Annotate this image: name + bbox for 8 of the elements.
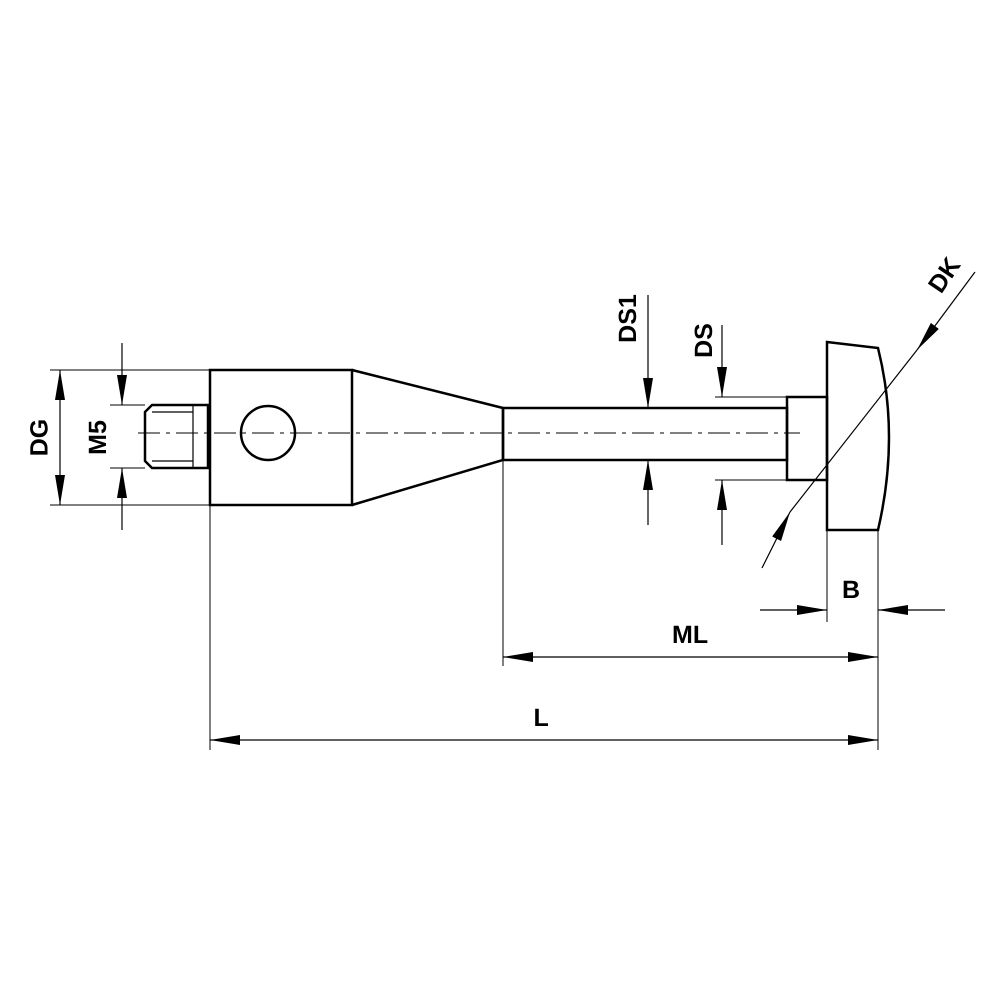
dimension-label: B (842, 578, 860, 602)
dimension-label: DG (27, 418, 52, 456)
dimension-label: DK (924, 253, 966, 297)
dimension-label: ML (672, 622, 708, 648)
dimension-label: M5 (85, 420, 110, 454)
dimension-label: L (534, 706, 549, 730)
dimension-label: DS1 (615, 294, 640, 342)
dimension-label: DS (691, 322, 716, 358)
